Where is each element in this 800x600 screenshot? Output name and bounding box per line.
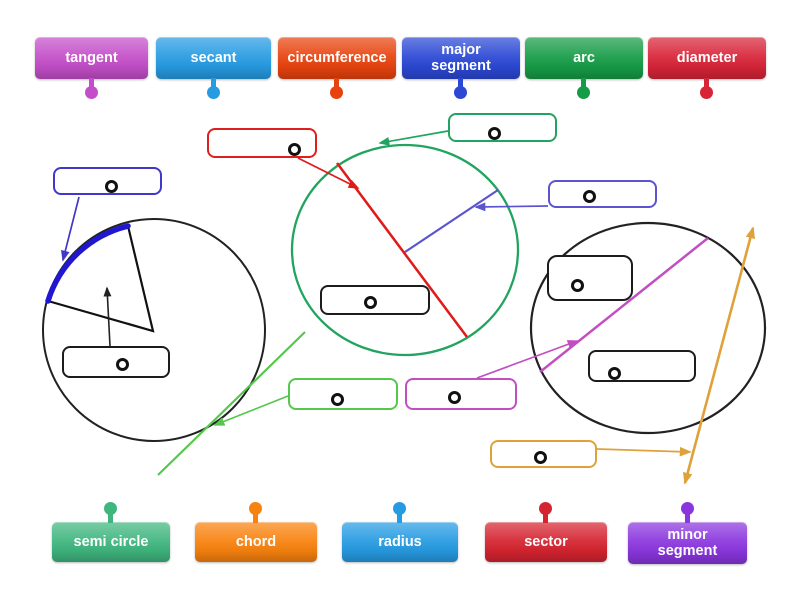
pin-icon [680, 502, 694, 523]
word-tile-label: semi circle [73, 533, 149, 550]
drop-target-ring [608, 367, 621, 380]
pointer-arrow-green [378, 130, 449, 146]
word-tile-radius[interactable]: radius [342, 502, 458, 562]
pin-icon [206, 78, 220, 99]
drop-target-ring [583, 190, 596, 203]
drop-box-green-top[interactable] [448, 113, 557, 142]
tangent-line [157, 331, 306, 476]
drop-target-ring [364, 296, 377, 309]
pointer-arrow-light-green [213, 395, 289, 426]
pointer-arrow-magenta [476, 340, 579, 379]
drop-box-black-middle-circle[interactable] [320, 285, 430, 315]
drop-box-magenta-bottom[interactable] [405, 378, 517, 410]
drop-target-ring [571, 279, 584, 292]
word-tile-secant[interactable]: secant [156, 37, 271, 99]
word-tile-label: major segment [431, 41, 491, 74]
word-tile-label: sector [524, 533, 568, 550]
arc-highlight [45, 223, 131, 304]
word-tile-minor-segment[interactable]: minor segment [628, 502, 747, 564]
word-tile-major-segment[interactable]: major segment [402, 37, 520, 99]
word-tile-label: secant [190, 49, 237, 66]
word-tile-label: arc [573, 49, 595, 66]
drop-target-ring [448, 391, 461, 404]
drop-box-slate-right[interactable] [548, 180, 657, 208]
drop-target-ring [105, 180, 118, 193]
left-circle [42, 218, 266, 442]
drop-box-orange-bottom[interactable] [490, 440, 597, 468]
word-tile-label: radius [378, 533, 422, 550]
pin-icon [700, 78, 713, 99]
word-tile-label: diameter [676, 49, 738, 66]
drop-target-ring [488, 127, 501, 140]
pointer-arrow-orange [596, 446, 692, 457]
drop-box-black-right-upper[interactable] [547, 255, 633, 301]
pin-icon [454, 78, 467, 99]
pointer-arrow-blue [61, 196, 80, 262]
drop-box-light-green-bottom[interactable] [288, 378, 398, 410]
word-tile-circumference[interactable]: circumference [278, 37, 396, 99]
drop-target-ring [116, 358, 129, 371]
pin-icon [249, 502, 262, 523]
pin-icon [84, 78, 98, 99]
pin-icon [393, 502, 406, 523]
sector-wedge [47, 225, 155, 333]
drop-box-red-top[interactable] [207, 128, 317, 158]
pin-icon [577, 78, 590, 99]
word-tile-diameter[interactable]: diameter [648, 37, 766, 99]
pointer-arrow-slate [474, 202, 549, 212]
drop-target-ring [331, 393, 344, 406]
pointer-arrow-black [103, 286, 112, 347]
pin-icon [539, 502, 552, 523]
drop-target-ring [288, 143, 301, 156]
drop-box-black-left-circle[interactable] [62, 346, 170, 378]
drop-target-ring [534, 451, 547, 464]
word-tile-tangent[interactable]: tangent [35, 37, 148, 99]
word-tile-sector[interactable]: sector [485, 502, 607, 562]
word-tile-arc[interactable]: arc [525, 37, 643, 99]
pointer-arrow-red [297, 157, 360, 189]
word-tile-label: minor segment [657, 526, 718, 559]
drop-box-black-right-lower[interactable] [588, 350, 696, 382]
pin-icon [104, 502, 117, 523]
word-tile-label: tangent [65, 49, 118, 66]
drop-box-blue-left[interactable] [53, 167, 162, 195]
word-tile-chord[interactable]: chord [195, 502, 317, 562]
radius-line [404, 189, 499, 253]
word-tile-label: circumference [287, 49, 387, 66]
pin-icon [330, 78, 343, 99]
word-tile-label: chord [235, 533, 277, 550]
middle-circle [290, 143, 520, 357]
word-tile-semi-circle[interactable]: semi circle [52, 502, 170, 562]
